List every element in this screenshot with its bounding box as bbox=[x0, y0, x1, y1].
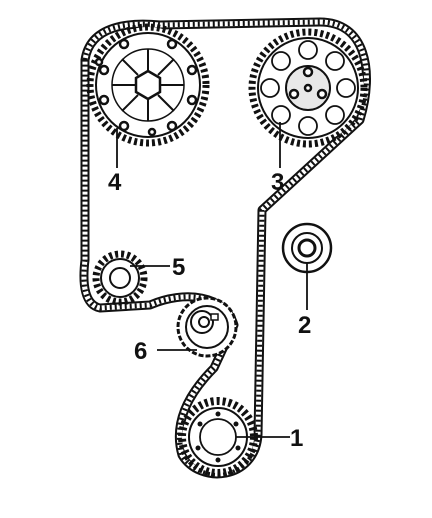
sprocket-1-hub bbox=[199, 418, 237, 456]
sprocket-5 bbox=[92, 250, 148, 306]
callout-2: 2 bbox=[298, 312, 311, 339]
sprocket-4-hex-bolt bbox=[134, 69, 162, 101]
sprocket-4-bolts bbox=[94, 38, 198, 137]
sprocket-3-hub-bolts bbox=[288, 66, 328, 100]
sprocket-5-hub bbox=[109, 267, 131, 289]
callout-1: 1 bbox=[290, 425, 303, 452]
pulley-6-lock-tab bbox=[210, 313, 219, 321]
callout-4: 4 bbox=[108, 169, 122, 196]
pulley-2-center bbox=[297, 238, 317, 258]
callouts: 1 2 3 4 5 6 bbox=[108, 169, 311, 452]
sprocket-3-lightening-holes bbox=[260, 40, 356, 136]
sprocket-1-holes bbox=[195, 411, 241, 463]
callout-3: 3 bbox=[271, 169, 284, 196]
pulley-6 bbox=[176, 296, 238, 358]
sprocket-3 bbox=[248, 28, 368, 148]
leader-lines bbox=[116, 122, 308, 438]
callout-6: 6 bbox=[134, 338, 147, 365]
sprocket-4 bbox=[86, 23, 210, 147]
callout-5: 5 bbox=[172, 254, 185, 281]
pulley-6-bolt bbox=[198, 316, 210, 328]
timing-belt-teeth bbox=[81, 19, 369, 477]
sprocket-4-spokes bbox=[112, 49, 184, 121]
